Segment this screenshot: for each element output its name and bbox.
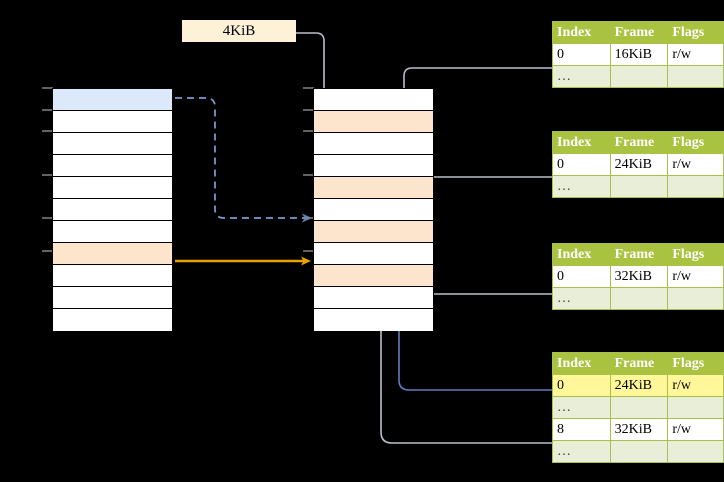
column-header-flags: Flags bbox=[667, 131, 724, 154]
wire-virtual-row1-to-phys-row7-dashed bbox=[175, 97, 312, 223]
cell-index: … bbox=[552, 440, 611, 463]
column-header-flags: Flags bbox=[667, 21, 724, 44]
cell-index: … bbox=[552, 175, 611, 198]
cell-index: 8 bbox=[552, 418, 611, 441]
table-row[interactable]: … bbox=[552, 175, 724, 198]
cell-frame bbox=[609, 175, 669, 198]
physical-frame-cell[interactable] bbox=[314, 287, 433, 309]
cell-index: 0 bbox=[552, 153, 611, 176]
physical-frame-cell[interactable] bbox=[314, 89, 433, 111]
page-table-level-1: Index Frame Flags 0 24KiB r/w … bbox=[552, 131, 724, 198]
virtual-page-cell[interactable] bbox=[53, 89, 172, 111]
cell-flags bbox=[667, 396, 724, 419]
physical-frame-cell[interactable] bbox=[314, 309, 433, 331]
physical-frame-cell[interactable] bbox=[314, 155, 433, 177]
cell-index: … bbox=[552, 396, 611, 419]
page-table-level-3: Index Frame Flags 0 24KiB r/w … 8 32KiB … bbox=[552, 352, 724, 463]
cell-flags: r/w bbox=[667, 374, 724, 397]
table-header-row: Index Frame Flags bbox=[552, 131, 724, 154]
virtual-page-cell[interactable] bbox=[53, 309, 172, 331]
cell-flags: r/w bbox=[667, 153, 724, 176]
cell-index: … bbox=[552, 287, 611, 310]
cell-frame bbox=[609, 287, 669, 310]
size-label-4kib: 4KiB bbox=[182, 20, 296, 42]
column-header-index: Index bbox=[552, 131, 611, 154]
column-header-flags: Flags bbox=[667, 352, 724, 375]
virtual-page-cell[interactable] bbox=[53, 155, 172, 177]
cell-flags bbox=[667, 175, 724, 198]
cell-frame bbox=[609, 65, 669, 88]
table-header-row: Index Frame Flags bbox=[552, 352, 724, 375]
column-header-flags: Flags bbox=[667, 243, 724, 266]
table-header-row: Index Frame Flags bbox=[552, 243, 724, 266]
virtual-page-cell[interactable] bbox=[53, 111, 172, 133]
physical-frame-cell[interactable] bbox=[314, 111, 433, 133]
physical-frame-cell[interactable] bbox=[314, 199, 433, 221]
cell-frame: 32KiB bbox=[609, 418, 669, 441]
virtual-page-cell[interactable] bbox=[53, 287, 172, 309]
column-header-frame: Frame bbox=[609, 243, 669, 266]
virtual-page-cell[interactable] bbox=[53, 221, 172, 243]
cell-flags: r/w bbox=[667, 265, 724, 288]
virtual-page-cell[interactable] bbox=[53, 133, 172, 155]
cell-frame: 32KiB bbox=[609, 265, 669, 288]
physical-frame-cell[interactable] bbox=[314, 221, 433, 243]
wire-table1-to-phys-row7 bbox=[418, 176, 566, 235]
table-row[interactable]: 0 16KiB r/w bbox=[552, 43, 724, 66]
table-header-row: Index Frame Flags bbox=[552, 21, 724, 44]
cell-flags bbox=[667, 287, 724, 310]
table-row[interactable]: 8 32KiB r/w bbox=[552, 418, 724, 441]
physical-frame-cell[interactable] bbox=[314, 177, 433, 199]
column-header-frame: Frame bbox=[609, 352, 669, 375]
column-header-frame: Frame bbox=[609, 131, 669, 154]
cell-frame: 24KiB bbox=[609, 374, 669, 397]
cell-index: … bbox=[552, 65, 611, 88]
page-table-level-2: Index Frame Flags 0 32KiB r/w … bbox=[552, 243, 724, 310]
cell-frame: 16KiB bbox=[609, 43, 669, 66]
virtual-page-cell[interactable] bbox=[53, 243, 172, 265]
cell-index: 0 bbox=[552, 43, 611, 66]
cell-flags: r/w bbox=[667, 43, 724, 66]
virtual-page-cell[interactable] bbox=[53, 199, 172, 221]
page-table-level-0: Index Frame Flags 0 16KiB r/w … bbox=[552, 21, 724, 88]
column-header-index: Index bbox=[552, 243, 611, 266]
cell-frame: 24KiB bbox=[609, 153, 669, 176]
table-row[interactable]: 0 24KiB r/w bbox=[552, 153, 724, 176]
table-row[interactable]: 0 32KiB r/w bbox=[552, 265, 724, 288]
cell-flags bbox=[667, 440, 724, 463]
physical-frame-cell[interactable] bbox=[314, 265, 433, 287]
cell-index: 0 bbox=[552, 265, 611, 288]
cell-frame bbox=[609, 440, 669, 463]
virtual-page-cell[interactable] bbox=[53, 265, 172, 287]
cell-flags bbox=[667, 65, 724, 88]
wire-table2-to-phys-row9 bbox=[418, 266, 566, 295]
virtual-address-space-column bbox=[52, 88, 173, 331]
cell-flags: r/w bbox=[667, 418, 724, 441]
physical-frame-cell[interactable] bbox=[314, 133, 433, 155]
table-row[interactable]: … bbox=[552, 396, 724, 419]
physical-memory-column bbox=[313, 88, 434, 331]
cell-index: 0 bbox=[552, 374, 611, 397]
virtual-page-cell[interactable] bbox=[53, 177, 172, 199]
column-header-index: Index bbox=[552, 21, 611, 44]
wire-size-label-to-phys-row2 bbox=[236, 32, 328, 105]
column-header-index: Index bbox=[552, 352, 611, 375]
table-row[interactable]: … bbox=[552, 440, 724, 463]
table-row[interactable]: … bbox=[552, 287, 724, 310]
table-row[interactable]: 0 24KiB r/w bbox=[552, 374, 724, 397]
table-row[interactable]: … bbox=[552, 65, 724, 88]
cell-frame bbox=[609, 396, 669, 419]
column-header-frame: Frame bbox=[609, 21, 669, 44]
physical-frame-cell[interactable] bbox=[314, 243, 433, 265]
